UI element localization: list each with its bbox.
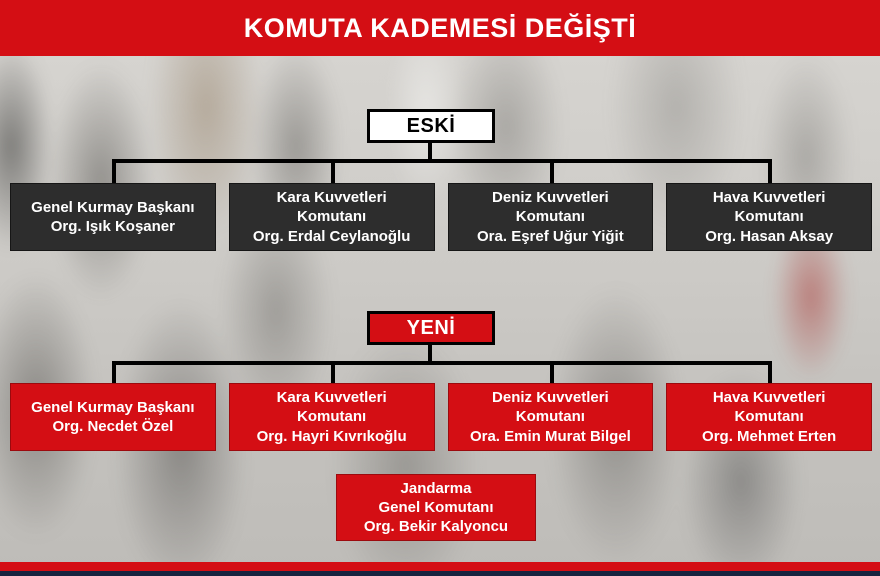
new-air-forces-box: Hava Kuvvetleri Komutanı Org. Mehmet Ert… [666, 383, 872, 451]
officer-name: Org. Bekir Kalyoncu [363, 518, 509, 536]
officer-name: Ora. Eşref Uğur Yiğit [477, 227, 624, 245]
connector-line [768, 159, 772, 184]
officer-name: Ora. Emin Murat Bilgel [469, 427, 631, 445]
new-naval-forces-box: Deniz Kuvvetleri Komutanı Ora. Emin Mura… [447, 383, 654, 451]
officer-name: Org. Erdal Ceylanoğlu [252, 227, 411, 245]
officer-name: Org. Hayri Kıvrıkoğlu [256, 427, 407, 445]
connector-line [550, 361, 554, 384]
position-title: Deniz Kuvvetleri Komutanı [492, 189, 609, 226]
connector-line [550, 159, 554, 184]
old-chart-label-box: ESKİ [367, 109, 495, 143]
position-title: Genel Kurmay Başkanı [31, 398, 195, 416]
connector-line [428, 143, 432, 161]
position-title: Hava Kuvvetleri Komutanı [712, 389, 826, 426]
new-chart-label: YENİ [406, 316, 456, 339]
new-land-forces-box: Kara Kuvvetleri Komutanı Org. Hayri Kıvr… [228, 383, 435, 451]
new-chart-label-box: YENİ [367, 311, 495, 345]
position-title: Kara Kuvvetleri Komutanı [276, 189, 387, 226]
page-title: KOMUTA KADEMESİ DEĞİŞTİ [243, 12, 637, 43]
position-title: Deniz Kuvvetleri Komutanı [492, 389, 609, 426]
connector-line [331, 159, 335, 184]
old-chief-of-staff-box: Genel Kurmay Başkanı Org. Işık Koşaner [10, 183, 216, 251]
officer-name: Org. Işık Koşaner [50, 218, 175, 235]
old-naval-forces-box: Deniz Kuvvetleri Komutanı Ora. Eşref Uğu… [447, 183, 654, 251]
connector-line [768, 361, 772, 384]
old-chart-label: ESKİ [406, 114, 456, 137]
position-title: Hava Kuvvetleri Komutanı [712, 189, 826, 226]
bottom-red-strip [0, 562, 880, 571]
old-air-forces-box: Hava Kuvvetleri Komutanı Org. Hasan Aksa… [666, 183, 872, 251]
connector-line [331, 361, 335, 384]
connector-line [112, 159, 116, 184]
new-boxes-row: Genel Kurmay Başkanı Org. Necdet Özel Ka… [10, 383, 872, 451]
officer-name: Org. Hasan Aksay [705, 227, 834, 245]
gendarmerie-box: Jandarma Genel Komutanı Org. Bekir Kalyo… [336, 474, 536, 541]
old-land-forces-box: Kara Kuvvetleri Komutanı Org. Erdal Ceyl… [228, 183, 435, 251]
connector-line [112, 159, 772, 163]
connector-line [112, 361, 116, 384]
position-title: Kara Kuvvetleri Komutanı [276, 389, 387, 426]
officer-name: Org. Necdet Özel [52, 418, 174, 435]
connector-line [428, 345, 432, 363]
position-title: Jandarma Genel Komutanı [378, 479, 494, 516]
position-title: Genel Kurmay Başkanı [31, 198, 195, 216]
old-boxes-row: Genel Kurmay Başkanı Org. Işık Koşaner K… [10, 183, 872, 251]
officer-name: Org. Mehmet Erten [702, 427, 837, 445]
bottom-navy-strip [0, 571, 880, 576]
new-chief-of-staff-box: Genel Kurmay Başkanı Org. Necdet Özel [10, 383, 216, 451]
headline-banner: KOMUTA KADEMESİ DEĞİŞTİ [0, 0, 880, 56]
connector-line [112, 361, 772, 365]
